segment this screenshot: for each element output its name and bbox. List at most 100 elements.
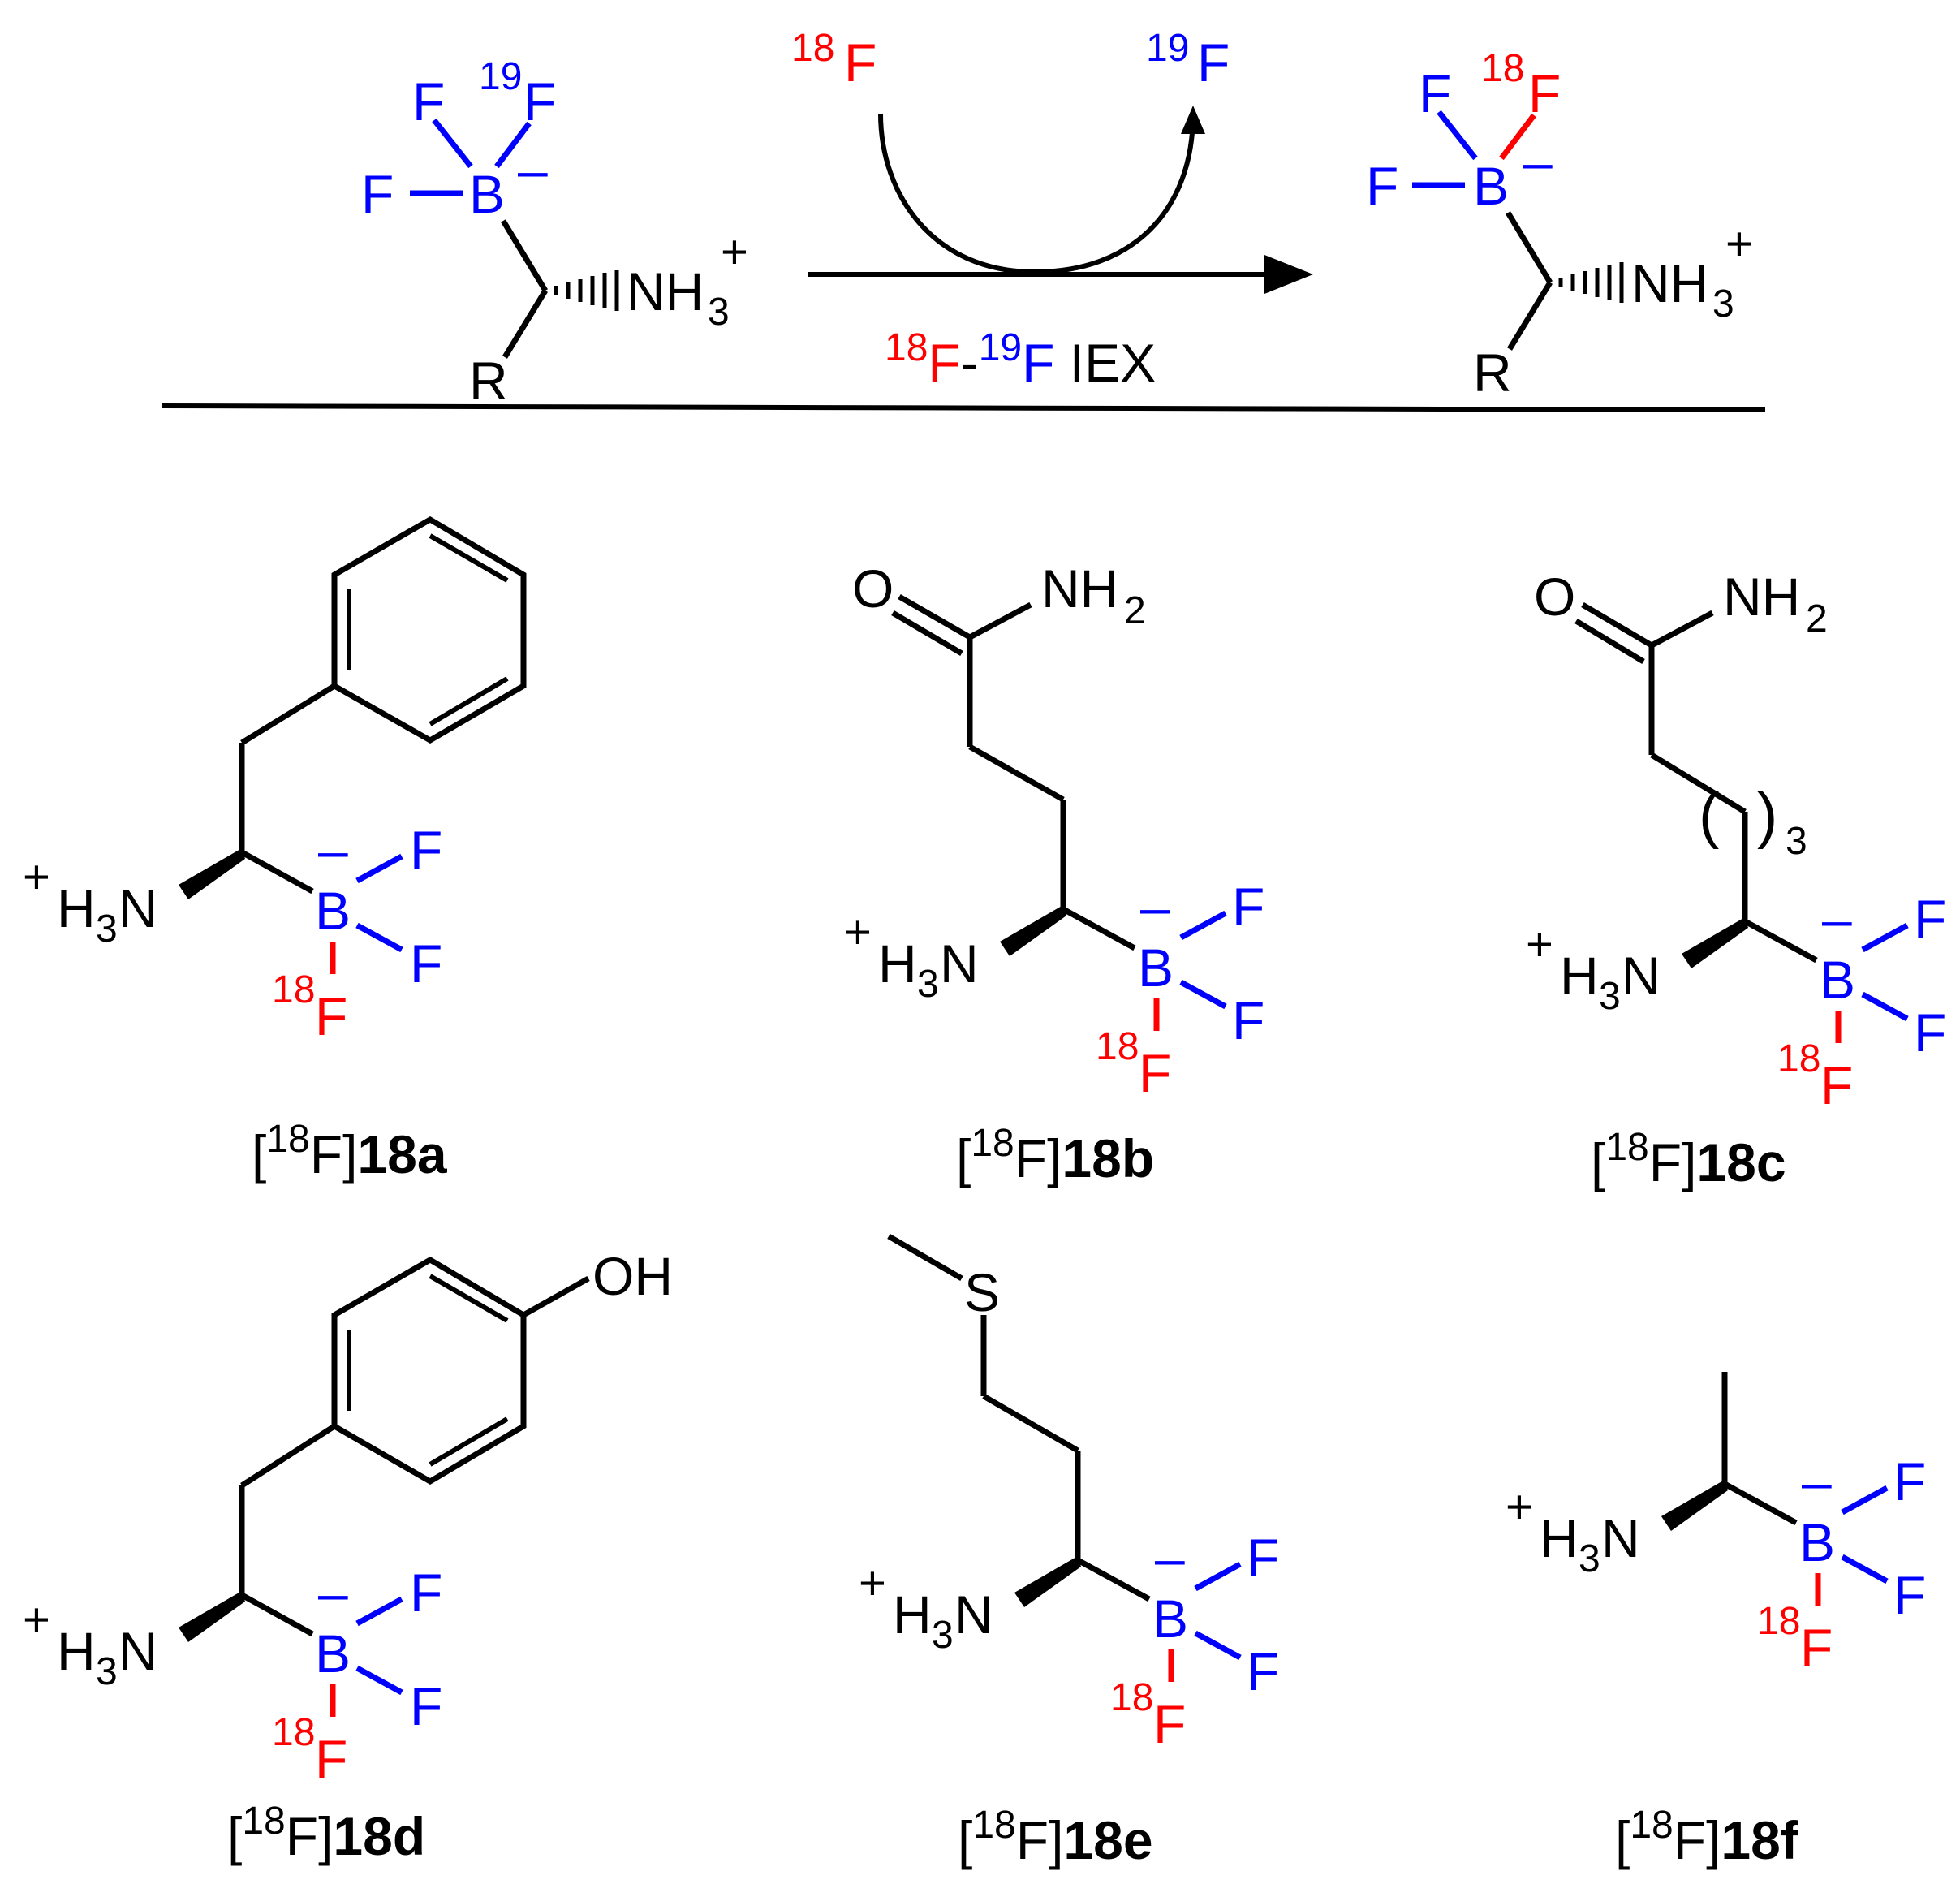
bond-b-c	[501, 219, 548, 292]
curved-exchange-arrow	[878, 113, 1195, 275]
reaction-condition: 18F-19F IEX	[885, 326, 1156, 393]
paren-open: (	[1699, 781, 1719, 850]
atom-f: F	[412, 71, 445, 131]
wedge-bond	[1000, 905, 1066, 956]
charge-plus: +	[1725, 218, 1753, 270]
atom-f: F	[1232, 990, 1264, 1050]
atom-f-18: F	[1800, 1618, 1833, 1678]
atom-oh: OH	[592, 1246, 673, 1306]
bond-b-f-top	[1437, 110, 1478, 161]
atom-f: F	[1893, 1565, 1926, 1625]
bond-b-f	[1861, 922, 1909, 953]
bond-b-f	[1194, 1561, 1242, 1592]
compound-18b: O NH 2 + H 3 N B – F F 18 F [18F]18b	[844, 558, 1264, 1188]
outgoing-fluoride: F	[1197, 32, 1230, 93]
bond-ring-ch2	[240, 683, 336, 745]
atom-f: F	[410, 933, 442, 994]
isotope-label: 18	[272, 1711, 315, 1754]
compound-18f: + H 3 N B – F F 18 F [18F]18f	[1506, 1372, 1926, 1870]
atom-b: B	[1799, 1512, 1835, 1572]
charge-plus: +	[23, 1593, 50, 1646]
compound-18d: OH + H 3 N B – F F 18 F [18F]18d	[23, 1246, 673, 1866]
atom-f-18: F	[1820, 1055, 1853, 1115]
atom-n: N	[118, 878, 157, 938]
bond-b-f	[1861, 991, 1909, 1022]
compound-label-18a: [18F]18a	[252, 1118, 448, 1184]
bond-c-o-double	[1574, 619, 1645, 664]
atom-f: F	[1247, 1641, 1279, 1701]
bond-c-o	[898, 593, 971, 640]
atom-n: N	[954, 1584, 993, 1645]
bond-ring-ch2	[240, 1424, 336, 1488]
bond-chain-repeat	[1650, 752, 1747, 814]
atom-f-18: F	[1528, 63, 1561, 123]
atom-b: B	[469, 164, 505, 224]
hashed-bond	[1558, 262, 1624, 303]
bond-ca-b	[240, 849, 314, 895]
paren-close: )	[1757, 781, 1777, 850]
wedge-bond	[1661, 1480, 1728, 1531]
bond-c-n	[968, 601, 1032, 640]
isotope-label: 18	[1777, 1037, 1820, 1080]
atom-b: B	[315, 1623, 351, 1684]
atom-f-19: F	[523, 71, 556, 131]
atom-f: F	[410, 1676, 442, 1736]
atom-n: N	[1601, 1508, 1640, 1568]
atom-f: F	[1914, 1002, 1946, 1063]
separator-line	[162, 403, 1766, 412]
atom-nh: NH	[1723, 567, 1800, 627]
subscript-3: 3	[1599, 975, 1621, 1018]
atom-b: B	[1473, 156, 1509, 216]
atom-f-18: F	[1139, 1043, 1171, 1103]
bond-b-f	[1179, 910, 1227, 941]
compound-label-18c: [18F]18c	[1591, 1126, 1786, 1192]
bond-c-n	[1650, 610, 1714, 649]
atom-nh: NH	[627, 261, 704, 321]
atom-f-18: F	[315, 1729, 347, 1789]
bond-ca-b	[1062, 906, 1136, 951]
atom-h: H	[57, 1621, 96, 1681]
bond-ca-b	[1743, 918, 1818, 964]
atom-n: N	[940, 933, 979, 994]
atom-f: F	[410, 820, 442, 880]
benzene-ring	[331, 515, 527, 744]
compound-label-18b: [18F]18b	[956, 1122, 1154, 1188]
atom-f: F	[410, 1563, 442, 1623]
atom-h: H	[1560, 946, 1599, 1006]
charge-plus: +	[721, 226, 748, 278]
outgoing-isotope: 19	[1146, 27, 1189, 70]
atom-h: H	[57, 878, 96, 938]
product-trifluoroborate: F 18 F F B – NH 3 + R	[1366, 47, 1753, 403]
atom-f-18: F	[315, 986, 347, 1046]
isotope-label: 18	[1757, 1600, 1800, 1643]
bond-b-f	[1841, 1485, 1889, 1515]
compound-label-18f: [18F]18f	[1615, 1804, 1799, 1870]
atom-r: R	[1473, 343, 1512, 403]
charge-minus: –	[1140, 877, 1170, 937]
atom-o: O	[1534, 567, 1575, 627]
reaction-arrow-group: 18 F 19 F 18F-19F IEX	[791, 27, 1313, 393]
atom-nh: NH	[1041, 558, 1118, 619]
atom-nh: NH	[1631, 253, 1708, 313]
atom-b: B	[1152, 1589, 1188, 1649]
subscript-3: 3	[96, 1650, 118, 1693]
atom-h: H	[1540, 1508, 1579, 1568]
compound-label-18e: [18F]18e	[958, 1804, 1153, 1870]
bond-ring-oh	[522, 1275, 590, 1318]
charge-minus: –	[318, 820, 348, 880]
bond-b-f	[355, 1596, 403, 1627]
atom-r: R	[469, 351, 508, 411]
charge-plus: +	[859, 1557, 886, 1610]
bond-ch3-s	[887, 1233, 963, 1282]
isotope-label: 18	[1096, 1025, 1139, 1068]
wedge-bond	[1682, 917, 1748, 968]
atom-f: F	[1232, 877, 1264, 937]
wedge-bond	[179, 848, 245, 899]
bond-b-f	[1179, 979, 1227, 1010]
bond-c-o	[1581, 601, 1653, 649]
bond-b-c	[1506, 211, 1553, 284]
atom-b: B	[315, 881, 351, 941]
atom-f-18: F	[1153, 1694, 1186, 1754]
compound-18a: + H 3 N B – F F 18 F [18F]18a	[23, 515, 527, 1184]
charge-minus: –	[1802, 1451, 1832, 1511]
